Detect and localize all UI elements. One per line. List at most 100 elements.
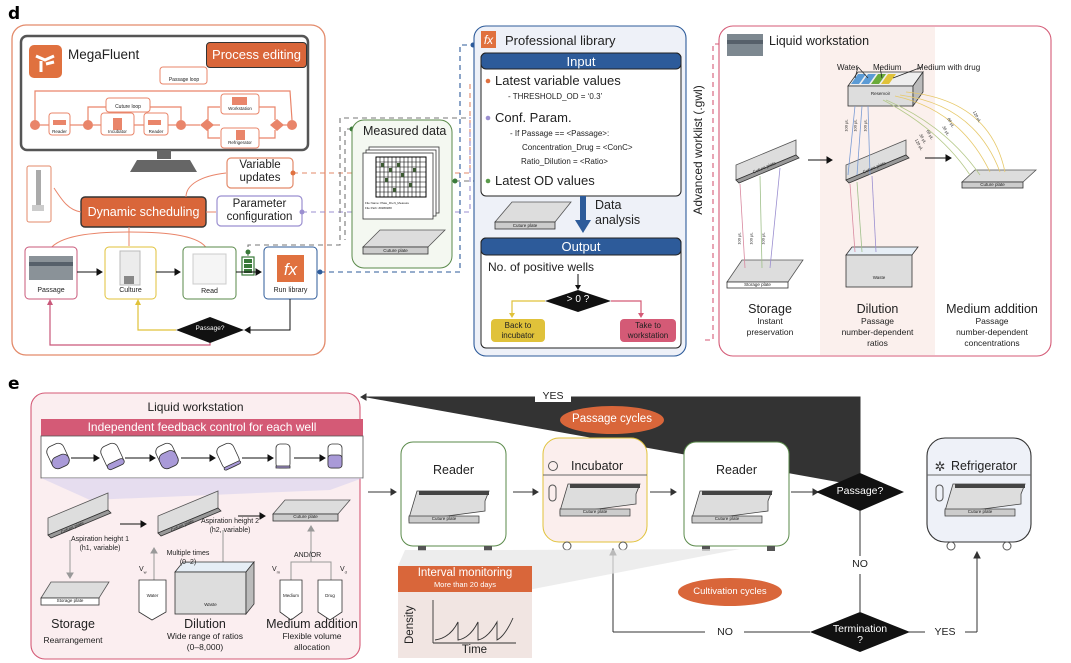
flow-node-refrigerator[interactable]: Refrigerator [228,140,252,145]
step-dilution-sub-3: ratios [867,338,888,348]
device-culture-label[interactable]: Culture [119,287,142,294]
flow-node-incubator[interactable]: Incubator [108,129,127,134]
storage-volume-1: 100 μL [736,232,742,245]
incubator-title: Incubator [571,459,624,473]
well-cylinder-2 [100,442,125,471]
advanced-worklist-label: Advanced worklist (.gwl) [691,85,705,215]
variable-updates-line-2: updates [239,172,281,184]
e-step-medium-sub-1: Flexible volume [282,631,342,641]
variable-updates-box[interactable]: Variable updates [227,159,293,185]
incubator-plate-label: Cuture plate [582,509,608,514]
time-axis-label: Time [461,644,488,656]
passage-loop-label: Passage loop [168,77,200,83]
flow-node-reader-1[interactable]: Reader [52,129,67,134]
multiple-line-1: Multiple times [166,550,210,557]
reader-2-title: Reader [716,463,757,477]
termination-decision-label: Termination ? [810,624,910,646]
well-cylinder-3 [155,442,179,470]
feedback-banner: Independent feedback control for each we… [87,420,317,434]
device-run-library-label[interactable]: Run library [273,287,308,294]
data-analysis-label: Data analysis [595,198,640,228]
output-header: Output [561,239,601,254]
dilution-volume-1: 100 μL [843,119,849,132]
step-medium-addition-e: Medium addition Flexible volume allocati… [262,617,362,653]
aspiration1-line-2: (h1, variable) [79,545,121,552]
monitor-stand [130,160,197,172]
v-w-main: V [139,566,144,573]
drug-container-label: Drug [325,593,335,598]
take-line-2: workstation [627,330,669,340]
reader-1-title: Reader [433,463,474,477]
measured-data-title: Measured data [363,124,447,138]
data-analysis-line-1: Data [595,198,622,212]
multiple-line-2: (0–2) [179,559,197,566]
yes-right-label: YES [934,626,956,638]
input-conf-param: Conf. Param. [495,110,572,125]
step-dilution-d: Dilution Passage number-dependent ratios [830,302,925,349]
density-time-chart [432,600,516,644]
step-storage-e: Storage Rearrangement [28,617,118,647]
passage-decision-label: Passage? [195,325,225,332]
device-passage-label[interactable]: Passage [37,287,65,294]
panel-letter-d: d [8,4,21,24]
density-axis-label: Density [404,605,416,644]
storage-plate-label: Storage plate [744,282,771,287]
parameter-configuration-box[interactable]: Parameter configuration [217,198,302,224]
step-medium-sub-1: Passage [975,316,1009,326]
storage-volume-3: 100 μL [760,232,766,245]
and-or-label: AND/OR [294,552,322,559]
dynamic-scheduling-button[interactable]: Dynamic scheduling [87,205,200,219]
e-step-dilution-sub-2: (0–8,000) [186,642,224,652]
flow-node-reader-2[interactable]: Reader [148,129,164,134]
well-cylinder-5 [275,443,291,469]
svg-text:✲: ✲ [935,459,946,474]
reader2-plate-label: Cuture plate [714,516,740,521]
variable-updates-line-1: Variable [239,159,281,171]
e-step-dilution-title: Dilution [184,617,226,631]
well-cylinder-6 [327,443,343,469]
step-dilution-title: Dilution [856,302,899,316]
back-to-incubator-button[interactable]: Back to incubator [491,321,545,340]
reservoir-label-medium: Medium [873,63,902,72]
v-m-main: V [272,566,277,573]
take-to-workstation-button[interactable]: Take to workstation [620,321,676,340]
conf-param-detail-1: - If Passage == <Passage>: [510,129,610,138]
cultivation-cycles-label: Cultivation cycles [693,586,767,597]
scheduler-panel-border [11,24,326,356]
aspiration-height-2: Aspiration height 2 (h2, variable) [190,517,270,535]
reservoir-label-water: Water [837,63,859,72]
step-dilution-sub-1: Passage [860,316,895,326]
liquid-workstation-title-d: Liquid workstation [769,34,870,48]
refrigerator-title: Refrigerator [951,459,1017,473]
parameter-configuration-line-2: configuration [226,211,293,223]
interval-monitoring-title: Interval monitoring [417,567,513,579]
yes-top-label: YES [535,390,571,402]
step-storage-d: Storage Instant preservation [725,302,815,338]
step-storage-sub-2: preservation [746,327,794,337]
waste-label-d: Waste [872,275,886,280]
monitor-neck [157,150,171,159]
storage-volume-2: 100 μL [748,232,754,245]
device-read-label[interactable]: Read [201,288,218,295]
v-w-sub: w [143,569,147,575]
step-medium-sub-2: number-dependent [956,327,1028,337]
v-d-sub: d [344,569,347,575]
plate-label-right: Cuture plate [980,182,1005,187]
flow-node-workstation[interactable]: Workstation [228,106,252,111]
e-plate-label-3: Cuture plate [293,514,318,519]
termination-line-2: ? [857,634,863,646]
svg-text:fx: fx [484,33,494,47]
passage-cycles-label: Passage cycles [572,413,652,425]
input-latest-od-values: Latest OD values [495,173,595,188]
passage-diamond-e [816,473,904,511]
process-editing-button[interactable]: Process editing [206,42,307,68]
take-line-1: Take to [635,321,661,330]
water-container-label: Water [146,593,159,598]
liquid-workstation-title-e: Liquid workstation [147,400,244,414]
well-cylinder-1 [46,442,70,470]
waste-container-label: Waste [204,602,217,607]
v-m-sub: m [276,569,281,575]
reader1-plate-label: Cuture plate [431,516,457,521]
step-medium-sub-3: concentrations [964,338,1020,348]
step-dilution-sub-2: number-dependent [841,327,914,337]
